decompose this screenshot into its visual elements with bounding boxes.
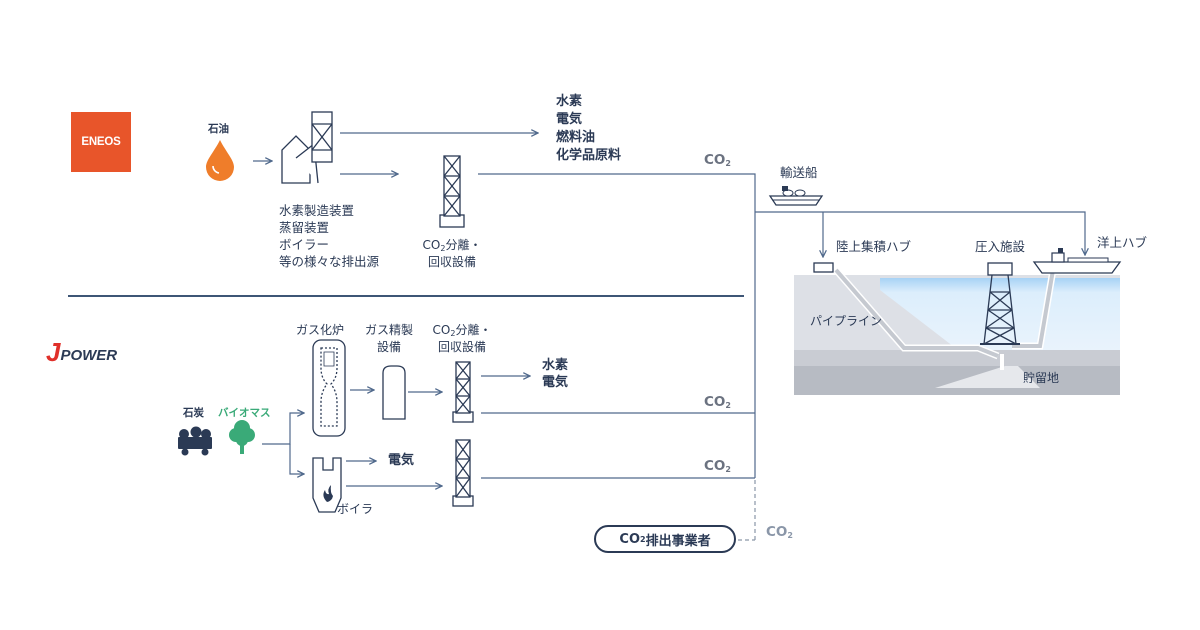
onshore-hub-icon [813,262,834,273]
biomass-label: バイオマス [218,407,271,419]
boiler-label: ボイラ [337,502,374,516]
eneos-facility-line-2: 蒸留装置 [279,220,330,235]
biomass-tree-icon [229,420,255,454]
offshore-hub-label: 洋上ハブ [1097,235,1148,250]
gasifier-label: ガス化炉 [296,323,345,337]
eneos-product-electricity: 電気 [556,112,583,127]
jpower-capture-label-1: CO2分離・ [432,323,492,338]
eneos-facility-line-3: ボイラー [279,237,330,252]
co2-label-boiler: CO2 [704,458,731,474]
gasifier-icon [312,339,346,437]
co2-label-gasifier: CO2 [704,394,731,410]
coal-cart-icon [178,426,212,456]
eneos-logo-text: ENEOS [81,136,121,148]
jpower-product-hydrogen: 水素 [542,358,569,373]
pipeline-label: パイプライン [810,314,883,328]
coal-label: 石炭 [183,407,204,419]
oil-drop-icon [206,140,234,181]
eneos-capture-label-1: CO2分離・ [422,238,482,253]
eneos-product-chemicals: 化学品原料 [556,148,622,163]
capture-tower-jpower-1 [452,361,474,423]
petroleum-label: 石油 [208,123,229,135]
ship-label: 輸送船 [780,165,818,180]
eneos-product-hydrogen: 水素 [556,94,583,109]
co2-label-emitter: CO2 [766,524,793,540]
offshore-hub-ship-icon [1032,248,1122,274]
gas-purification-icon [382,365,406,420]
eneos-product-fuel-oil: 燃料油 [556,130,596,145]
co2-label-eneos: CO2 [704,152,731,168]
storage-cross-section [794,267,1120,395]
eneos-facility-line-1: 水素製造装置 [279,203,355,218]
injection-facility-label: 圧入施設 [975,239,1026,254]
capture-tower-eneos [439,155,465,228]
jpower-capture-label-2: 回収設備 [437,340,486,354]
eneos-capture-label-2: 回収設備 [427,255,476,269]
jpower-product-electricity: 電気 [542,375,569,390]
transport-ship-icon [768,186,824,206]
boiler-icon [312,457,342,513]
eneos-logo: ENEOS [71,112,131,172]
gas-purification-label-1: ガス精製 [364,323,413,337]
injection-tower-icon [980,262,1020,345]
jpower-logo: J POWER [46,335,117,365]
boiler-power-label: 電気 [388,453,415,468]
capture-tower-jpower-2 [452,439,474,507]
reservoir-label: 貯留地 [1023,371,1060,385]
refinery-icon [281,111,333,184]
eneos-facility-line-4: 等の様々な排出源 [279,254,380,269]
jpower-logo-text: POWER [60,347,118,364]
jpower-logo-j: J [46,337,61,367]
gas-purification-label-2: 設備 [376,340,401,354]
onshore-hub-label: 陸上集積ハブ [836,239,912,254]
